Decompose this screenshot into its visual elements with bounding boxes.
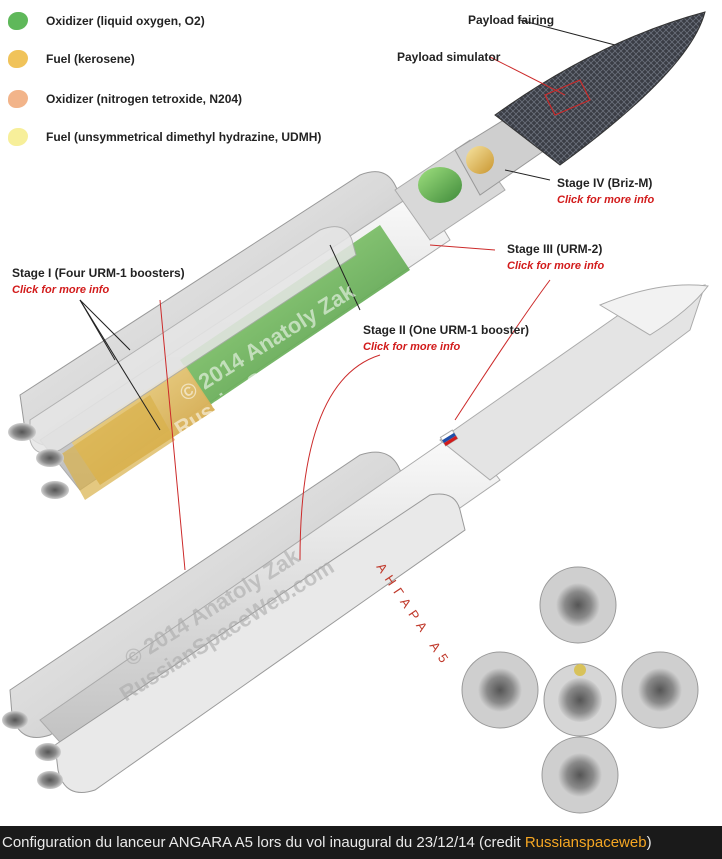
legend-label: Fuel (unsymmetrical dimethyl hydrazine, … [46,130,322,144]
liquid-oxygen-swatch [8,12,28,30]
stage-3-label: Stage III (URM-2) [507,242,603,256]
stage-4-more-info-link[interactable]: Click for more info [557,194,655,206]
stage-3-more-info-link[interactable]: Click for more info [507,260,605,272]
credit-link[interactable]: Russianspaceweb [524,834,647,851]
stage-1-more-info-link[interactable]: Click for more info [12,284,110,296]
leader-lines [79,19,616,571]
stage-2-label: Stage II (One URM-1 booster) [363,323,530,337]
payload-simulator-label: Payload simulator [397,50,501,64]
rocket-diagram: Oxidizer (liquid oxygen, O2) Fuel (keros… [0,0,722,826]
legend-item-kerosene: Fuel (kerosene) [8,48,135,70]
legend-item-udmh: Fuel (unsymmetrical dimethyl hydrazine, … [8,126,321,148]
cutaway-rocket [8,11,706,500]
legend-label: Oxidizer (nitrogen tetroxide, N204) [46,92,243,106]
legend-label: Fuel (kerosene) [46,52,135,66]
stage-4-label: Stage IV (Briz-M) [557,176,653,190]
kerosene-swatch [8,50,28,68]
payload-fairing-label: Payload fairing [468,13,555,27]
stage-2-more-info-link[interactable]: Click for more info [363,341,461,353]
caption-text: Configuration du lanceur ANGARA A5 lors … [2,834,525,851]
legend-label: Oxidizer (liquid oxygen, O2) [46,14,205,28]
caption-close: ) [646,834,652,851]
udmh-swatch [8,128,28,146]
engine-bottom-view [461,566,699,814]
image-caption: Configuration du lanceur ANGARA A5 lors … [0,826,722,859]
legend-item-nitrogen-tetroxide: Oxidizer (nitrogen tetroxide, N204) [8,88,242,110]
rocket-illustration [2,11,709,814]
assembled-rocket [2,284,709,793]
legend-item-liquid-oxygen: Oxidizer (liquid oxygen, O2) [8,10,205,32]
stage-1-label: Stage I (Four URM-1 boosters) [12,266,185,280]
nitrogen-tetroxide-swatch [8,90,28,108]
